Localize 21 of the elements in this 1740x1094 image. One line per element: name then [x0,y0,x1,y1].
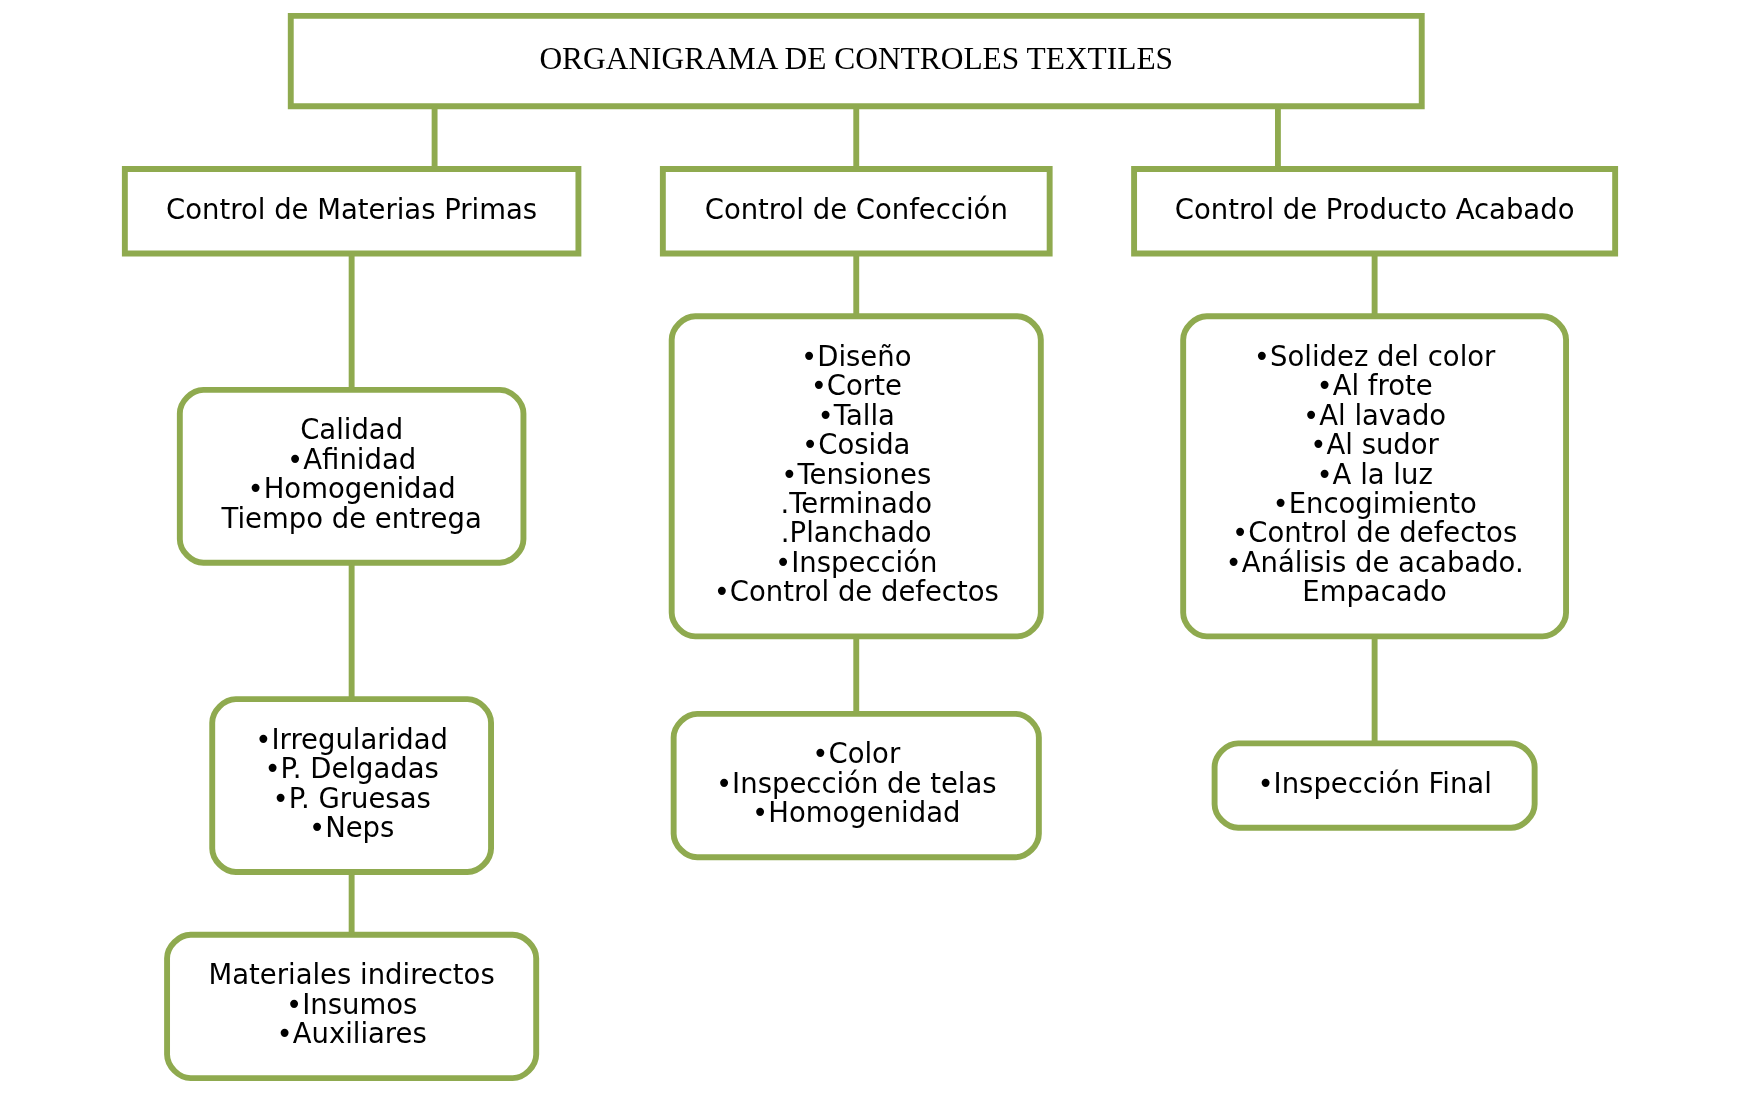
node-box: •Inspección Final [1211,740,1538,831]
node-box: Control de Materias Primas [121,166,582,257]
node-box: Control de Producto Acabado [1131,166,1619,257]
connector [348,253,355,390]
connector [853,106,860,169]
connector [1371,636,1378,744]
connector [1274,106,1281,169]
node-box: •Diseño •Corte •Talla •Cosida •Tensiones .Terminado .Planchado •Inspección •Control de defectos [668,313,1044,640]
node-box: Materiales indirectos •Insumos •Auxiliares [164,931,540,1082]
connector [348,872,355,935]
node-box: •Irregularidad •P. Delgadas •P. Gruesas •Neps [209,696,494,875]
node-box: •Solidez del color •Al frote •Al lavado •Al sudor •A la luz •Encogimiento •Control de defectos •Análisis de acabado. Empacado [1180,313,1569,640]
node-box: Control de Confección [659,166,1053,257]
connector [431,106,438,169]
node-box: ORGANIGRAMA DE CONTROLES TEXTILES [287,12,1425,110]
node-box: Calidad •Afinidad •Homogenidad Tiempo de entrega [176,386,527,566]
node-box: •Color •Inspección de telas •Homogenidad [670,710,1042,861]
connector [1371,253,1378,317]
connector [348,563,355,699]
connector [853,636,860,714]
connector [853,253,860,317]
